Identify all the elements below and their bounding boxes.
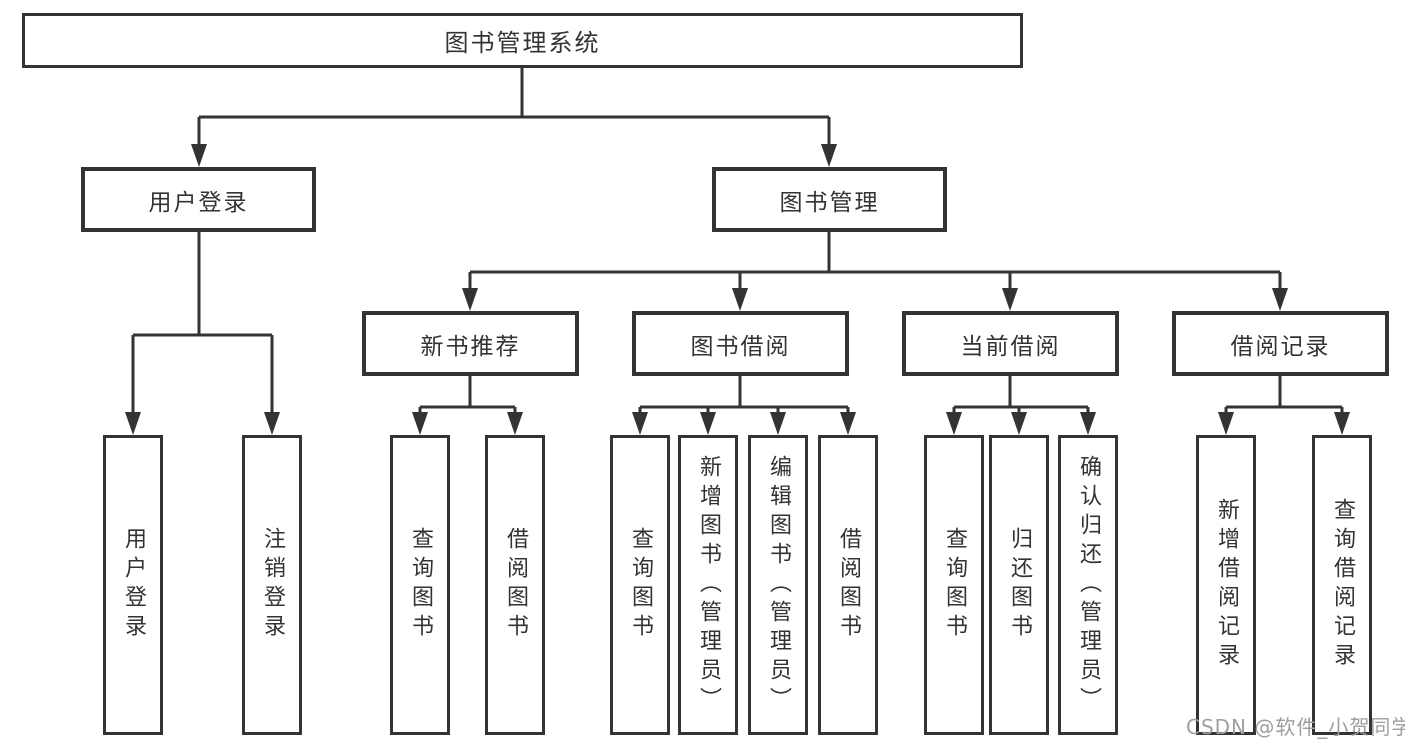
leaf-user-login: 用户登录 (103, 435, 163, 735)
leaf-borrow-edit-book-admin: 编辑图书（管理员） (748, 435, 808, 735)
node-root: 图书管理系统 (22, 13, 1023, 68)
leaf-current-return-book: 归还图书 (989, 435, 1049, 735)
node-book-mgmt: 图书管理 (712, 167, 947, 232)
leaf-borrow-add-book-admin: 新增图书（管理员） (678, 435, 738, 735)
leaf-record-search-record: 查询借阅记录 (1312, 435, 1372, 735)
node-current-borrow: 当前借阅 (902, 311, 1119, 376)
arrowheads (125, 144, 1350, 435)
leaf-current-confirm-return-admin: 确认归还（管理员） (1058, 435, 1118, 735)
leaf-record-add-record: 新增借阅记录 (1196, 435, 1256, 735)
leaf-borrow-search-book: 查询图书 (610, 435, 670, 735)
node-new-book-recommend: 新书推荐 (362, 311, 579, 376)
leaf-logout-login: 注销登录 (242, 435, 302, 735)
node-book-borrow: 图书借阅 (632, 311, 849, 376)
leaf-recommend-borrow-book: 借阅图书 (485, 435, 545, 735)
node-borrow-record: 借阅记录 (1172, 311, 1389, 376)
leaf-borrow-borrow-book: 借阅图书 (818, 435, 878, 735)
leaf-recommend-search-book: 查询图书 (390, 435, 450, 735)
csdn-watermark: CSDN @软件_小贺同学 (1186, 715, 1405, 739)
node-user-login: 用户登录 (81, 167, 316, 232)
leaf-current-search-book: 查询图书 (924, 435, 984, 735)
